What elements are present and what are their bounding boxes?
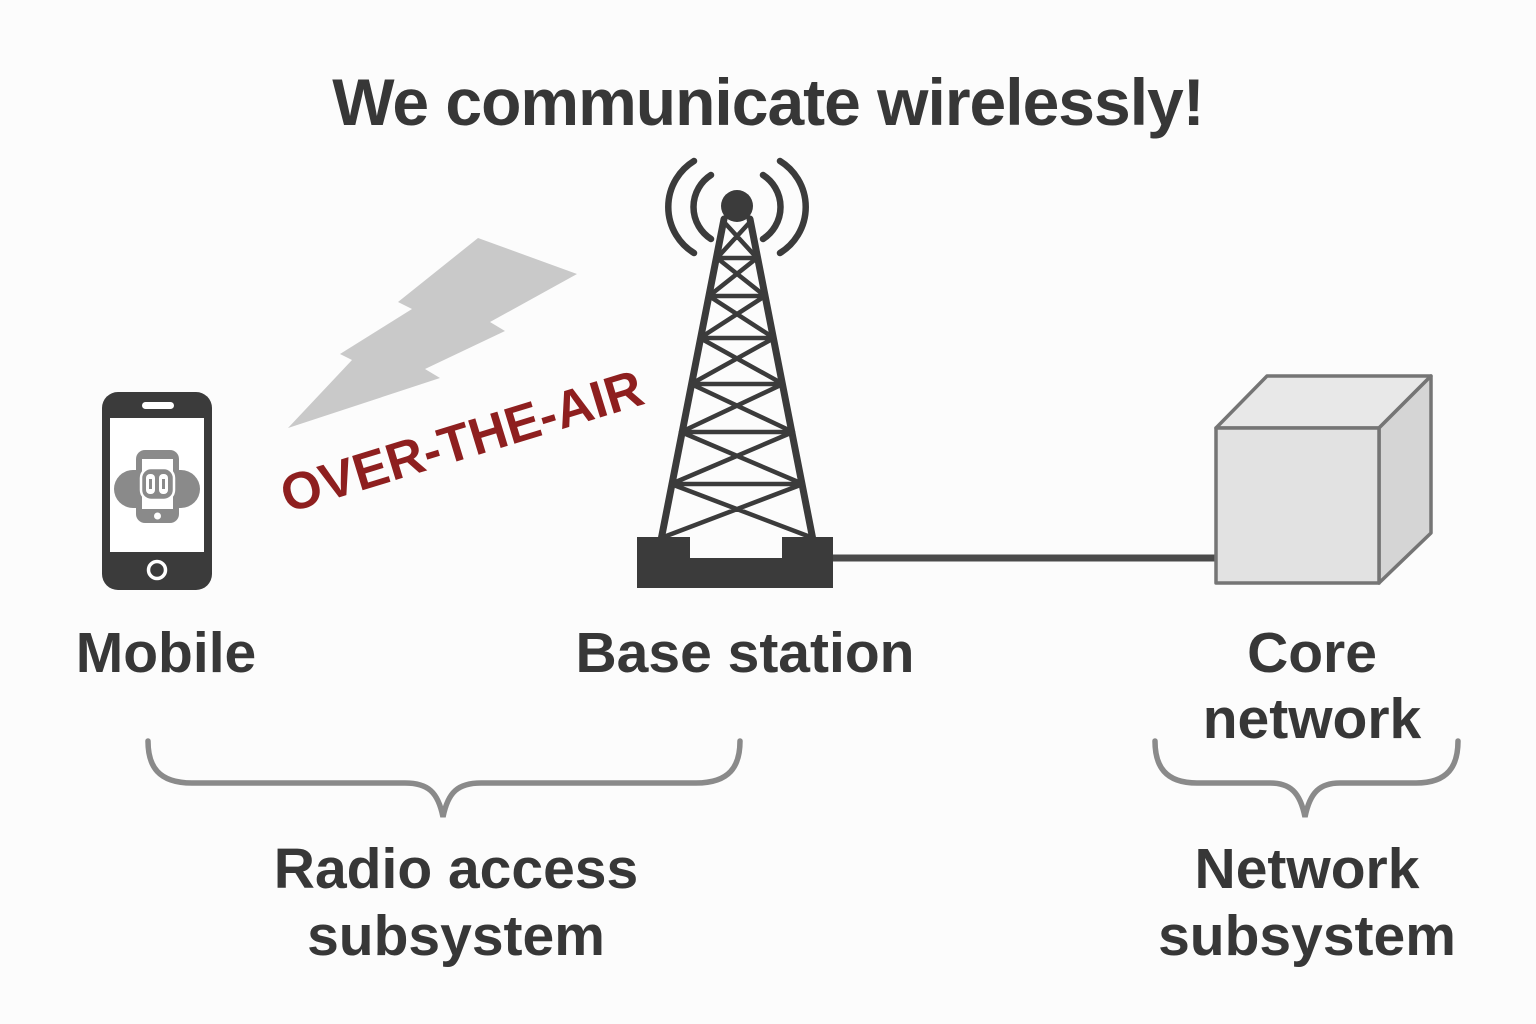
phone-speaker [142, 402, 174, 409]
tower-lattice [658, 219, 816, 541]
core-network-label: Core network [1202, 621, 1422, 751]
antenna-dot [721, 190, 753, 222]
tower-legs [657, 215, 817, 544]
signal-waves-icon [665, 157, 809, 257]
cell-tower-icon [637, 157, 833, 588]
tower-base [637, 537, 833, 588]
network-subsystem-label: Network subsystem [1158, 837, 1456, 968]
cube-front-face [1214, 426, 1381, 585]
cloud-sync-app-icon [114, 450, 200, 523]
base-station-label: Base station [575, 621, 915, 685]
network-underbrace [1152, 738, 1461, 818]
mobile-label: Mobile [75, 621, 257, 685]
smartphone-icon [102, 392, 212, 590]
phone-home-button [146, 559, 168, 581]
cube-icon [1214, 374, 1433, 585]
radio-access-underbrace [145, 738, 743, 818]
radio-access-subsystem-label: Radio access subsystem [273, 837, 639, 968]
lightning-bolt-icon [288, 238, 577, 428]
diagram-title: We communicate wirelessly! [332, 65, 1204, 139]
